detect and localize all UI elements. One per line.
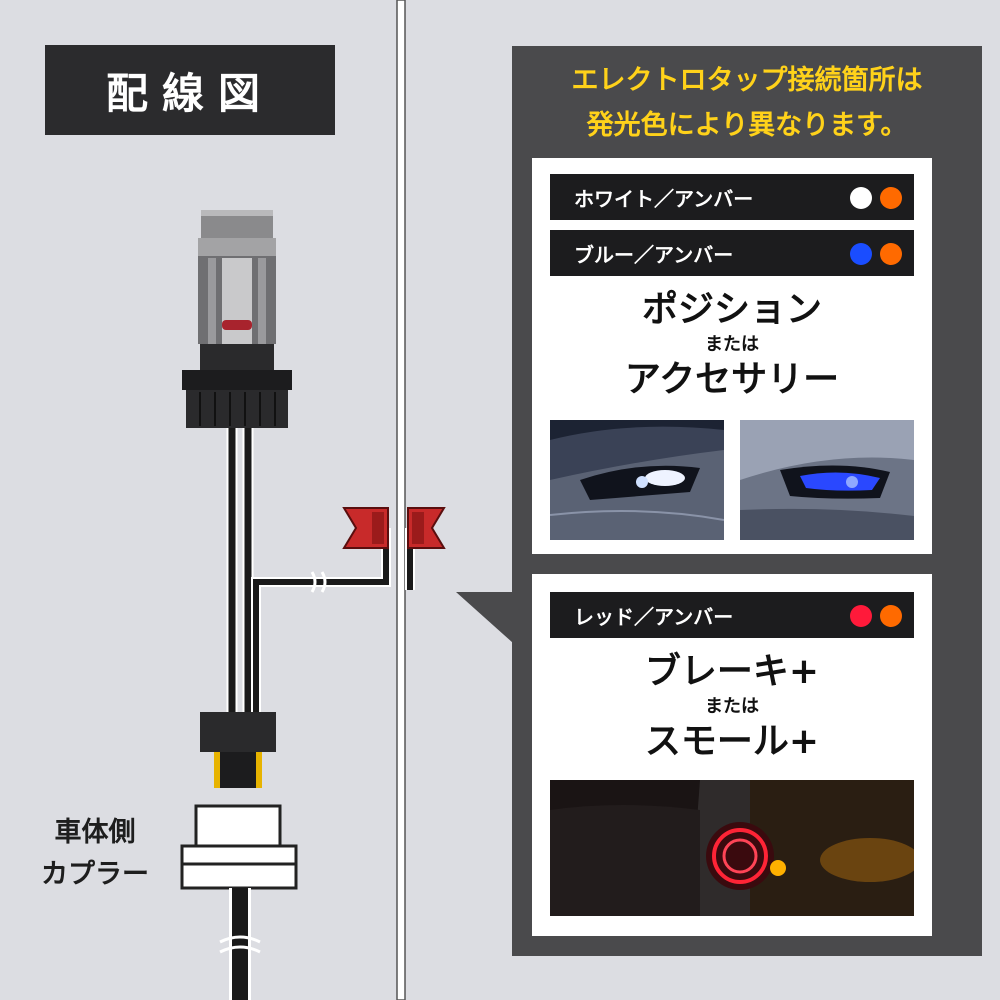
use-position-accessory: ポジション または アクセサリー <box>532 288 932 402</box>
coupler-label-line1: 車体側 <box>54 817 136 848</box>
variant-label: ブルー／アンバー <box>574 242 734 267</box>
card-position-accessory: ホワイト／アンバー ブルー／アンバー ポジション または アクセサリー <box>532 158 932 554</box>
harness-cable <box>226 428 415 712</box>
use-connector: または <box>705 334 759 355</box>
use-brake-small: ブレーキ+ または スモール+ <box>532 650 932 764</box>
use-line1: ポジション <box>641 289 822 330</box>
headlight-blue-photo <box>740 420 914 540</box>
amber-dot-icon <box>880 243 902 265</box>
white-dot-icon <box>850 187 872 209</box>
panel-divider <box>396 0 406 1000</box>
variant-label: レッド／アンバー <box>574 604 734 629</box>
electro-tap-icon <box>342 507 446 549</box>
taillight-photo <box>550 780 914 916</box>
vehicle-coupler-icon <box>180 804 298 890</box>
use-connector: または <box>705 696 759 717</box>
page-title: 配線図 <box>45 45 335 135</box>
use-line2: アクセサリー <box>624 359 840 400</box>
variant-label: ホワイト／アンバー <box>574 186 754 211</box>
led-bulb-icon <box>182 210 292 428</box>
panel-heading-line2: 発光色により異なります。 <box>586 110 908 141</box>
headlight-white-photo <box>550 420 724 540</box>
variant-bar-blue-amber: ブルー／アンバー <box>550 230 914 276</box>
use-line2: スモール+ <box>644 721 820 762</box>
vehicle-coupler-label: 車体側 カプラー <box>20 812 170 896</box>
panel-heading-line1: エレクトロタップ接続箇所は <box>571 65 923 96</box>
amber-dot-icon <box>880 187 902 209</box>
blue-dot-icon <box>850 243 872 265</box>
panel-heading: エレクトロタップ接続箇所は 発光色により異なります。 <box>512 58 982 148</box>
amber-dot-icon <box>880 605 902 627</box>
coupler-label-line2: カプラー <box>41 859 149 890</box>
use-line1: ブレーキ+ <box>644 651 820 692</box>
red-dot-icon <box>850 605 872 627</box>
card-brake-small: レッド／アンバー ブレーキ+ または スモール+ <box>532 574 932 936</box>
variant-bar-white-amber: ホワイト／アンバー <box>550 174 914 220</box>
variant-bar-red-amber: レッド／アンバー <box>550 592 914 638</box>
socket-adapter-icon <box>200 712 276 788</box>
